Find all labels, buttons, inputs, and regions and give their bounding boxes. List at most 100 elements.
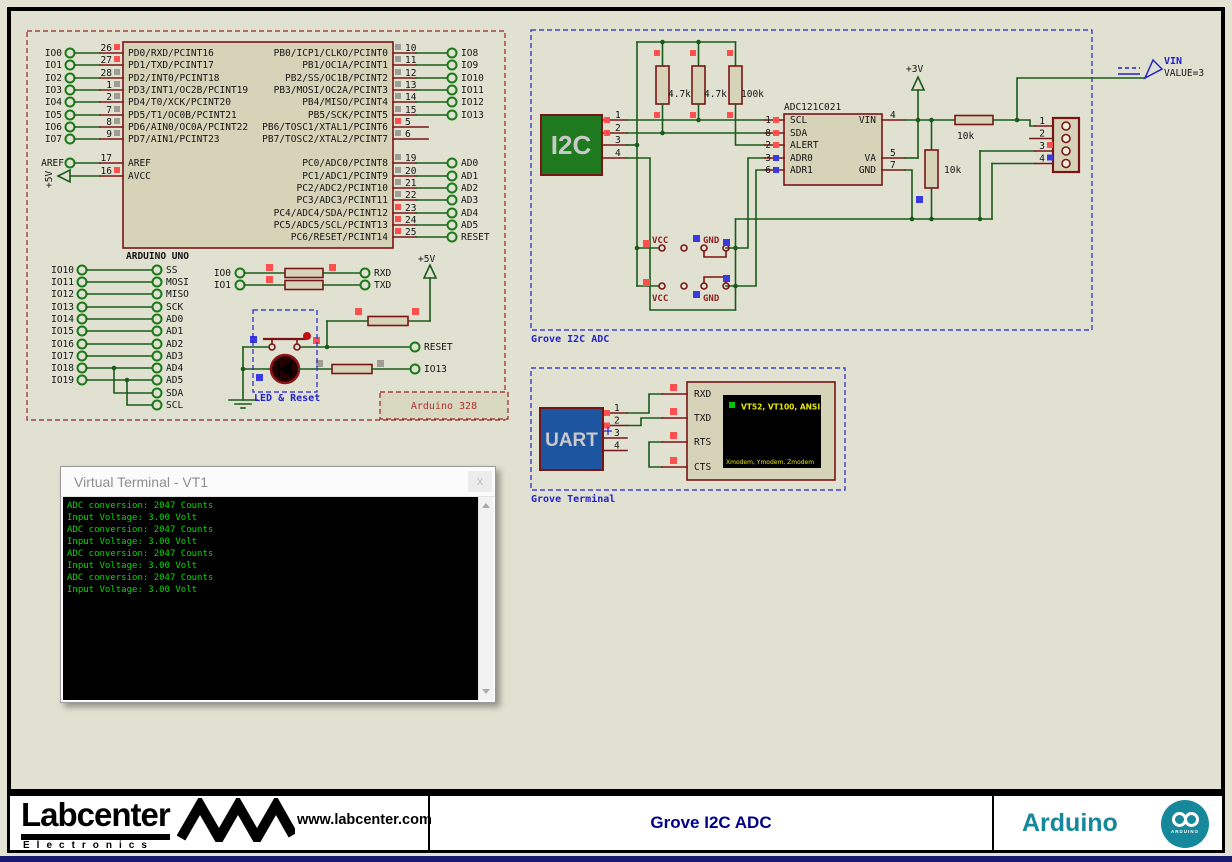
jumper-pin[interactable] [700,282,708,290]
resistor[interactable] [367,315,409,327]
terminal-label: SCK [166,302,183,313]
window-titlebar[interactable]: Virtual Terminal - VT1 x [61,467,495,497]
terminal[interactable] [151,325,163,337]
terminal-label: IO2 [45,73,62,84]
resistor[interactable] [284,267,324,279]
terminal-reset[interactable] [409,341,421,353]
jumper-pin[interactable] [658,244,666,252]
terminal[interactable] [151,276,163,288]
terminal[interactable] [359,267,371,279]
jumper-link[interactable] [703,250,727,258]
virtual-terminal-window[interactable]: Virtual Terminal - VT1 x ADC conversion:… [60,466,496,703]
jumper-pin[interactable] [658,282,666,290]
terminal-io9[interactable] [446,59,458,71]
terminal-reset[interactable] [446,231,458,243]
terminal-io13[interactable] [446,109,458,121]
terminal[interactable] [234,279,246,291]
terminal[interactable] [76,313,88,325]
terminal[interactable] [76,374,88,386]
terminal-io5[interactable] [64,109,76,121]
button-pin[interactable] [293,343,301,351]
pin-number: 1 [765,115,771,126]
terminal-io13[interactable] [409,363,421,375]
terminal[interactable] [151,362,163,374]
screen-text: Xmodem, Ymodem, Zmodem [726,459,814,466]
terminal-ad1[interactable] [446,170,458,182]
terminal-sda[interactable] [151,387,163,399]
terminal[interactable] [151,288,163,300]
terminal[interactable] [76,276,88,288]
terminal-ad3[interactable] [446,194,458,206]
terminal-io3[interactable] [64,84,76,96]
terminal[interactable] [151,374,163,386]
pin-number: 7 [890,160,896,171]
terminal-io11[interactable] [446,84,458,96]
connector-pin[interactable] [1061,121,1071,131]
terminal-aref[interactable] [64,157,76,169]
terminal-io7[interactable] [64,133,76,145]
terminal[interactable] [359,279,371,291]
connector-pin[interactable] [1061,158,1071,169]
terminal[interactable] [151,350,163,362]
adc-body[interactable] [783,113,883,186]
terminal[interactable] [151,264,163,276]
terminal-io0[interactable] [64,47,76,59]
uart-connector[interactable] [539,407,604,471]
terminal-ad4[interactable] [446,207,458,219]
scrollbar[interactable] [478,497,493,700]
pin-number: 28 [101,68,113,79]
terminal[interactable] [76,264,88,276]
uart-pins: 1 2 3 4 [602,403,628,452]
terminal-ad5[interactable] [446,219,458,231]
pin-name: PD0/RXD/PCINT16 [128,48,214,59]
pin-number: 4 [890,110,896,121]
terminal[interactable] [76,301,88,313]
jumper-link[interactable] [703,276,727,284]
connector-pin[interactable] [1061,133,1071,144]
pin-name: ADR0 [790,153,813,164]
terminal[interactable] [76,350,88,362]
terminal[interactable] [76,362,88,374]
pin-name: PD1/TXD/PCINT17 [128,60,214,71]
resistor[interactable] [331,363,373,375]
terminal[interactable] [76,338,88,350]
button-pin[interactable] [268,343,276,351]
jumper-pin[interactable] [680,282,688,290]
power-label: +5V [418,254,435,265]
terminal[interactable] [234,267,246,279]
terminal[interactable] [151,338,163,350]
scroll-up-icon[interactable] [482,503,490,508]
terminal[interactable] [76,325,88,337]
terminal[interactable] [76,288,88,300]
scroll-down-icon[interactable] [482,689,490,694]
terminal-label: SS [166,265,178,276]
close-button[interactable]: x [468,471,492,492]
terminal[interactable] [151,313,163,325]
mcu-body[interactable] [122,41,394,249]
terminal-io4[interactable] [64,96,76,108]
grove-adc-border [530,29,1093,331]
terminal-io1[interactable] [64,59,76,71]
terminal-io10[interactable] [446,72,458,84]
pin-name: RTS [694,437,711,448]
terminal-ad2[interactable] [446,182,458,194]
jumper-label-gnd: GND [703,294,720,304]
resistor[interactable] [284,279,324,291]
pin-name: PB5/SCK/PCINT5 [308,110,388,121]
terminal-ad0[interactable] [446,157,458,169]
resistor-10k-pulldown[interactable] [924,149,939,189]
arduino-brand: Arduino [1022,809,1118,837]
resistor-10k-series[interactable] [954,114,994,126]
jumper-pin[interactable] [680,244,688,252]
terminal-io8[interactable] [446,47,458,59]
terminal-scl[interactable] [151,399,163,411]
terminal-io12[interactable] [446,96,458,108]
terminal-io2[interactable] [64,72,76,84]
generator-icon[interactable] [1143,58,1164,80]
terminal[interactable] [151,301,163,313]
terminal-io6[interactable] [64,121,76,133]
terminal-label: IO10 [51,265,74,276]
terminal-output[interactable]: ADC conversion: 2047 Counts Input Voltag… [63,497,479,700]
connector-pin[interactable] [1061,146,1071,156]
